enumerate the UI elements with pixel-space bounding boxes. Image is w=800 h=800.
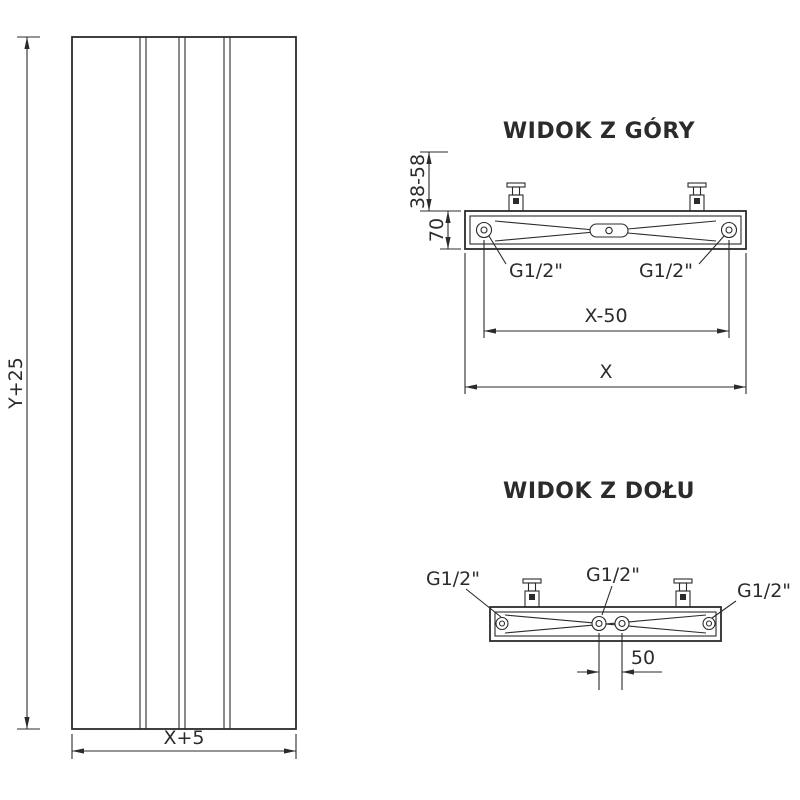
- top-view: WIDOK Z GÓRY 38-58: [407, 118, 747, 394]
- top-view-body: [464, 210, 747, 250]
- total-width-label: X: [599, 361, 612, 383]
- connection-spacing-dimension: X-50: [483, 240, 730, 338]
- bottom-view-connection-labels: G1/2" G1/2" G1/2": [426, 564, 791, 619]
- bottom-view: WIDOK Z DOŁU G1/2" G1/2" G1/2": [426, 479, 791, 690]
- height-dimension: Y+25: [5, 36, 40, 730]
- left-connection-port: [475, 221, 493, 239]
- left-end-port: [495, 616, 509, 631]
- leader-line: [488, 235, 507, 265]
- wall-distance-dimension: 38-58: [407, 151, 461, 212]
- center-clip: [589, 223, 629, 238]
- height-dimension-label: Y+25: [5, 357, 27, 410]
- wall-distance-label: 38-58: [407, 154, 429, 209]
- mounting-bracket-icon: [506, 182, 526, 212]
- top-view-title: WIDOK Z GÓRY: [503, 118, 696, 144]
- bottom-view-body: [489, 606, 722, 642]
- center-clip-hole: [605, 226, 613, 235]
- mounting-bracket-icon: [687, 182, 707, 212]
- front-view-grooves: [139, 37, 231, 729]
- right-end-port-hole: [705, 620, 713, 627]
- right-connection-port: [720, 221, 738, 239]
- right-connection-port-hole: [725, 226, 733, 234]
- leader-line: [465, 588, 502, 618]
- mounting-bracket-icon: [522, 578, 542, 608]
- center-connection-label: G1/2": [586, 564, 640, 586]
- bottom-view-title: WIDOK Z DOŁU: [503, 479, 695, 504]
- right-connection-label: G1/2": [639, 260, 693, 282]
- center-spacing-dimension: 50: [577, 633, 662, 690]
- depth-dimension-label: 70: [426, 218, 448, 242]
- leader-line: [698, 235, 725, 265]
- front-view-panel: [71, 36, 297, 730]
- center-left-port: [591, 615, 607, 632]
- center-right-port-hole: [618, 619, 626, 628]
- leader-line: [601, 585, 613, 616]
- left-connection-port-hole: [480, 226, 488, 234]
- mounting-bracket-icon: [673, 578, 693, 608]
- total-width-dimension: X: [464, 253, 747, 394]
- depth-dimension: 70: [426, 211, 461, 250]
- radiator-collector-outline: [489, 606, 722, 642]
- center-spacing-label: 50: [631, 647, 655, 669]
- radiator-collector-inner: [494, 611, 717, 637]
- top-view-connection-labels: G1/2" G1/2": [488, 235, 725, 282]
- left-connection-label: G1/2": [426, 568, 480, 590]
- right-end-port: [702, 616, 716, 631]
- center-left-port-hole: [595, 619, 603, 628]
- connection-spacing-label: X-50: [584, 305, 627, 327]
- center-right-port: [614, 615, 630, 632]
- left-end-port-hole: [498, 620, 506, 627]
- right-connection-label: G1/2": [737, 580, 791, 602]
- radiator-collector-inner: [469, 215, 742, 245]
- left-connection-label: G1/2": [509, 260, 563, 282]
- width-dimension-label: X+5: [163, 727, 204, 749]
- front-view: Y+25 X+5: [5, 36, 297, 759]
- width-dimension: X+5: [71, 727, 297, 759]
- radiator-collector-outline: [464, 210, 747, 250]
- leader-line: [711, 600, 737, 619]
